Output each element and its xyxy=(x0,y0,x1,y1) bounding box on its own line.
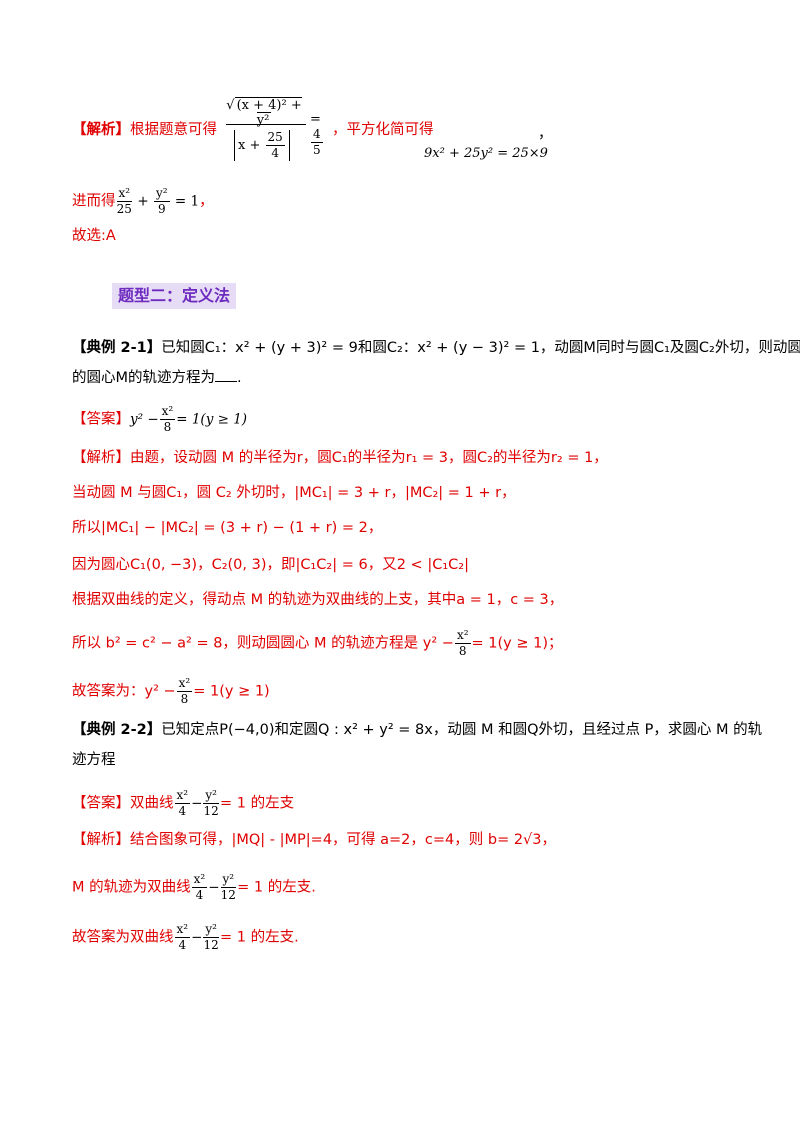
jiexi-line-1: 【解析】根据题意可得 xyxy=(72,120,217,140)
ex1-jiexi-tag: 【解析】 xyxy=(72,450,130,466)
ex1-question-line1: 【典例 2-1】已知圆C₁：x² + (y + 3)² = 9和圆C₂：x² +… xyxy=(72,338,800,358)
jiexi-tag: 【解析】 xyxy=(72,122,130,138)
ex2-question-line1: 【典例 2-2】已知定点P(−4,0)和定圆Q : x² + y² = 8x，动… xyxy=(72,722,763,738)
ex1-jiexi-line4: 因为圆心C₁(0, −3)，C₂(0, 3)，即|C₁C₂| = 6，又2 < … xyxy=(72,557,469,573)
ex2-tag: 【典例 2-2】 xyxy=(72,722,162,738)
ex1-question-text1: 已知圆C₁：x² + (y + 3)² = 9和圆C₂：x² + (y − 3)… xyxy=(161,340,800,356)
ex1-jiexi-line6: 所以 b² = c² − a² = 8，则动圆圆心 M 的轨迹方程是 y² −x… xyxy=(72,628,563,658)
ex1-answer-tag: 【答案】 xyxy=(72,411,130,428)
comma: ， xyxy=(538,126,553,142)
ex1-jiexi-line2: 当动圆 M 与圆C₁，圆 C₂ 外切时，|MC₁| = 3 + r，|MC₂| … xyxy=(72,485,516,501)
ex2-jiexi-tag: 【解析】 xyxy=(72,832,130,848)
simplify-text: ，平方化简可得 xyxy=(332,122,434,138)
section-heading: 题型二：定义法 xyxy=(112,283,237,309)
ex1-jiexi-line1: 【解析】由题，设动圆 M 的半径为r，圆C₁的半径为r₁ = 3，圆C₂的半径为… xyxy=(72,450,608,466)
ex2-jiexi-line1: 【解析】结合图象可得，|MQ| - |MP|=4，可得 a=2，c=4，则 b=… xyxy=(72,832,557,848)
ex1-tag: 【典例 2-1】 xyxy=(72,340,162,356)
ex1-jiexi-line5: 根据双曲线的定义，得动点 M 的轨迹为双曲线的上支，其中a = 1，c = 3， xyxy=(72,592,564,608)
simplified-equation: 9x² + 25y² = 25×9 xyxy=(424,146,548,161)
ex1-jiexi-line3: 所以|MC₁| − |MC₂| = (3 + r) − (1 + r) = 2， xyxy=(72,520,383,536)
abs-inner-left: x + xyxy=(238,138,261,153)
ex1-question-line2: 的圆心M的轨迹方程为. xyxy=(72,370,242,386)
ex2-answer-tag: 【答案】 xyxy=(72,795,130,812)
answer-blank xyxy=(215,381,238,382)
fraction-bar xyxy=(226,124,306,125)
ex2-question-line2: 迹方程 xyxy=(72,752,116,768)
answer-choice: 故选:A xyxy=(72,228,116,244)
jiexi-text: 根据题意可得 xyxy=(130,122,217,138)
